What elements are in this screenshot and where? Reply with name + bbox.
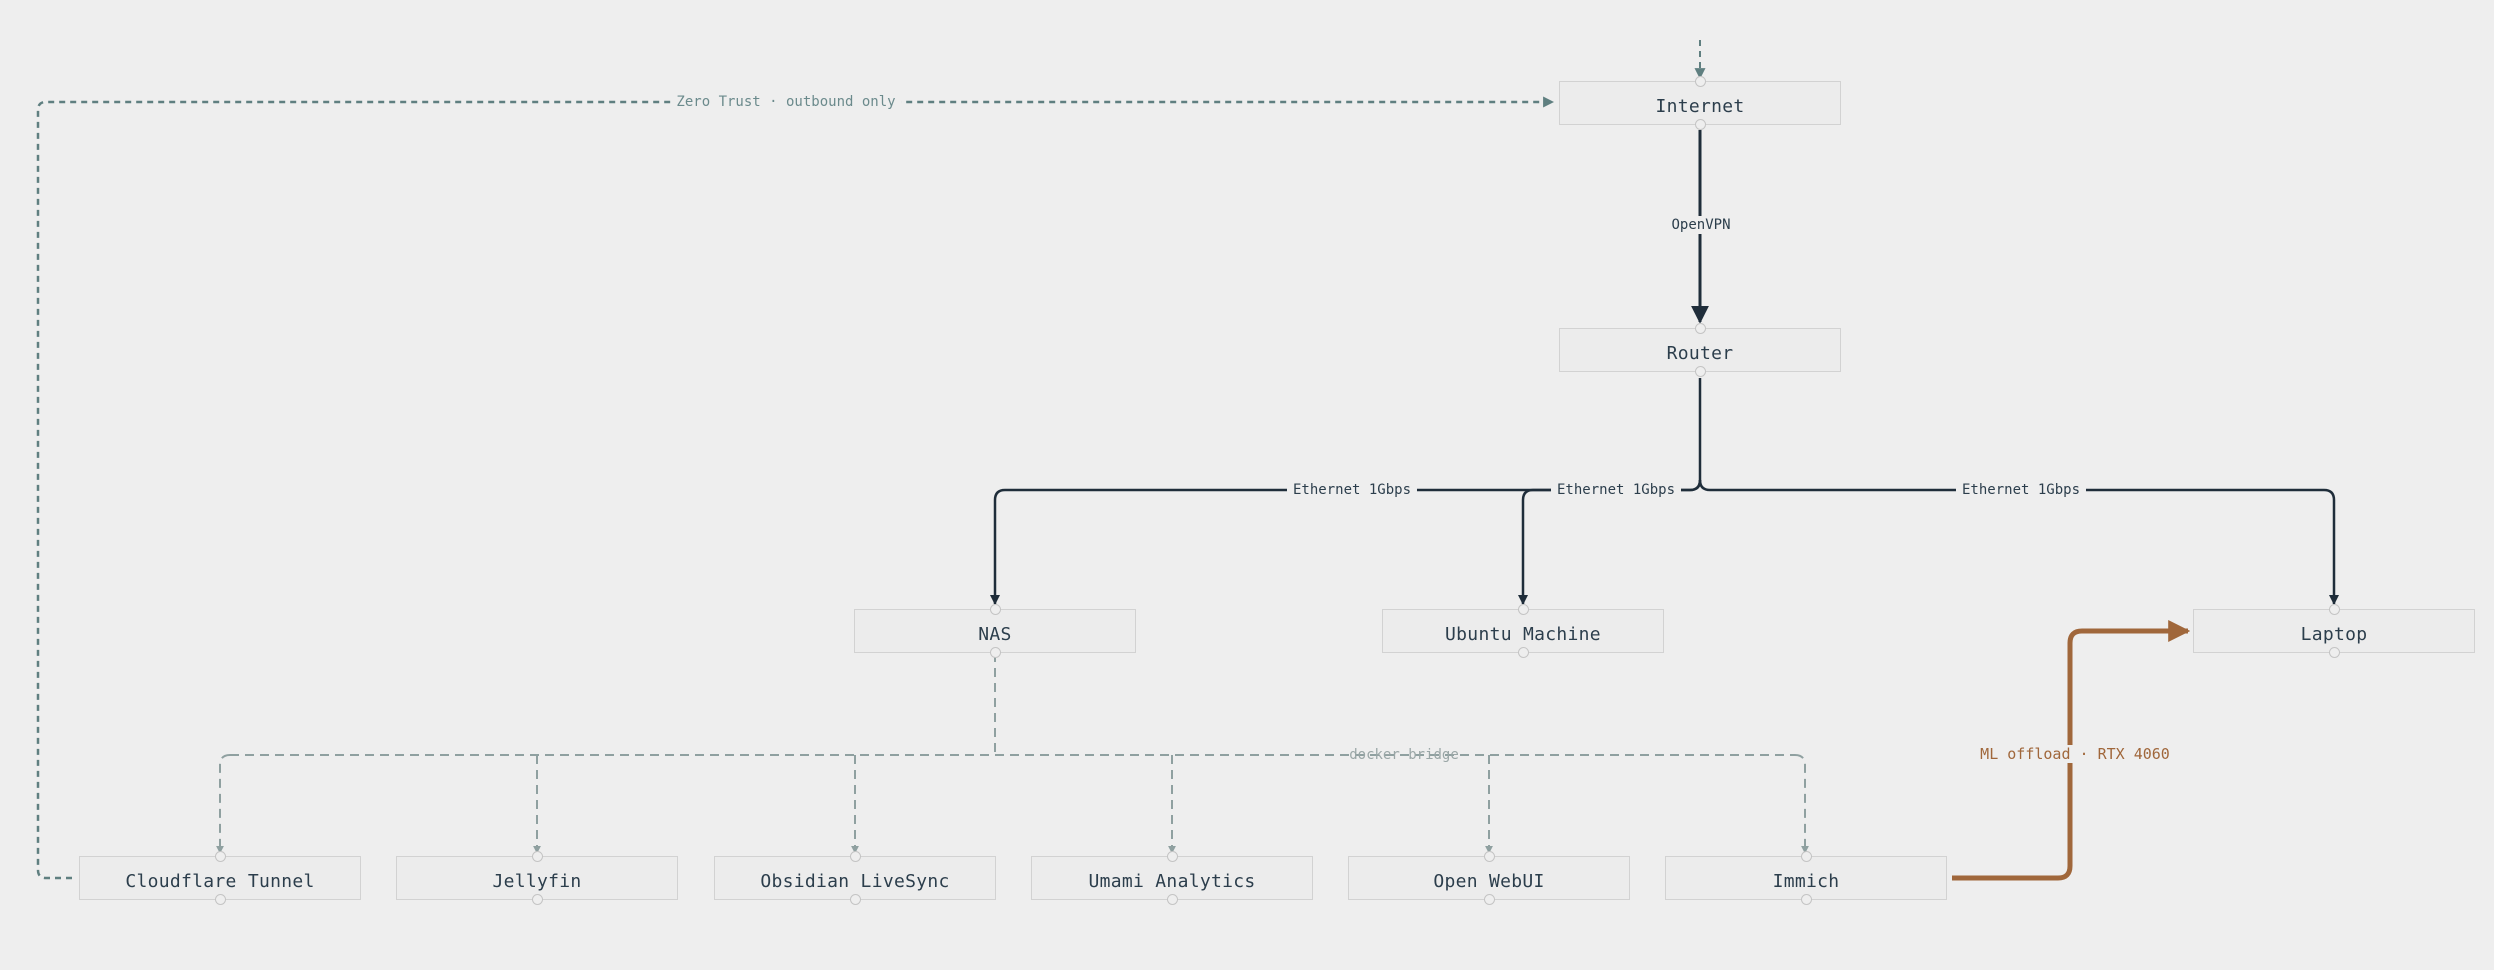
node-label: Router bbox=[1666, 343, 1734, 364]
edge-router-ubuntu bbox=[1518, 479, 1702, 605]
node-obsidian-livesync[interactable]: Obsidian LiveSync bbox=[714, 851, 996, 905]
port-bottom[interactable] bbox=[214, 894, 226, 905]
node-open-webui[interactable]: Open WebUI bbox=[1348, 851, 1630, 905]
port-top[interactable] bbox=[2328, 604, 2340, 615]
node-internet[interactable]: Internet bbox=[1559, 76, 1841, 130]
node-label: Open WebUI bbox=[1433, 871, 1545, 892]
edge-label-ethernet-nas: Ethernet 1Gbps bbox=[1286, 481, 1418, 499]
node-label: Ubuntu Machine bbox=[1445, 624, 1601, 645]
port-bottom[interactable] bbox=[1517, 647, 1529, 658]
port-top[interactable] bbox=[849, 851, 861, 862]
edge-label-zero-trust: Zero Trust · outbound only bbox=[670, 93, 902, 111]
port-bottom[interactable] bbox=[1694, 119, 1706, 130]
edge-label-ethernet-laptop: Ethernet 1Gbps bbox=[1955, 481, 2087, 499]
node-laptop[interactable]: Laptop bbox=[2193, 604, 2475, 658]
port-top[interactable] bbox=[1694, 323, 1706, 334]
port-bottom[interactable] bbox=[1800, 894, 1812, 905]
node-label: Umami Analytics bbox=[1088, 871, 1256, 892]
port-top[interactable] bbox=[531, 851, 543, 862]
port-bottom[interactable] bbox=[531, 894, 543, 905]
node-ubuntu-machine[interactable]: Ubuntu Machine bbox=[1382, 604, 1664, 658]
edge-label-ml-offload: ML offload · RTX 4060 bbox=[1974, 745, 2176, 763]
port-top[interactable] bbox=[1166, 851, 1178, 862]
node-cloudflare-tunnel[interactable]: Cloudflare Tunnel bbox=[79, 851, 361, 905]
node-umami-analytics[interactable]: Umami Analytics bbox=[1031, 851, 1313, 905]
node-immich[interactable]: Immich bbox=[1665, 851, 1947, 905]
edge-router-laptop bbox=[1698, 479, 2339, 605]
port-bottom[interactable] bbox=[989, 647, 1001, 658]
port-top[interactable] bbox=[214, 851, 226, 862]
edge-label-docker-bridge: docker bridge bbox=[1349, 747, 1459, 763]
node-nas[interactable]: NAS bbox=[854, 604, 1136, 658]
edge-cloudflare-internet bbox=[36, 96, 1555, 880]
port-top[interactable] bbox=[1694, 76, 1706, 87]
port-bottom[interactable] bbox=[2328, 647, 2340, 658]
node-label: Internet bbox=[1655, 96, 1745, 117]
port-bottom[interactable] bbox=[1694, 366, 1706, 377]
node-label: Jellyfin bbox=[492, 871, 582, 892]
port-bottom[interactable] bbox=[1483, 894, 1495, 905]
port-top[interactable] bbox=[1483, 851, 1495, 862]
port-bottom[interactable] bbox=[849, 894, 861, 905]
port-bottom[interactable] bbox=[1166, 894, 1178, 905]
node-label: Laptop bbox=[2300, 624, 2368, 645]
node-label: NAS bbox=[978, 624, 1012, 645]
port-top[interactable] bbox=[1517, 604, 1529, 615]
edge-label-openvpn: OpenVPN bbox=[1665, 216, 1737, 234]
node-label: Obsidian LiveSync bbox=[760, 871, 950, 892]
port-top[interactable] bbox=[1800, 851, 1812, 862]
node-jellyfin[interactable]: Jellyfin bbox=[396, 851, 678, 905]
edge-label-ethernet-ubuntu: Ethernet 1Gbps bbox=[1550, 481, 1682, 499]
edge-docker-bridge bbox=[216, 653, 1809, 854]
node-label: Cloudflare Tunnel bbox=[125, 871, 315, 892]
node-router[interactable]: Router bbox=[1559, 323, 1841, 377]
node-label: Immich bbox=[1772, 871, 1840, 892]
port-top[interactable] bbox=[989, 604, 1001, 615]
